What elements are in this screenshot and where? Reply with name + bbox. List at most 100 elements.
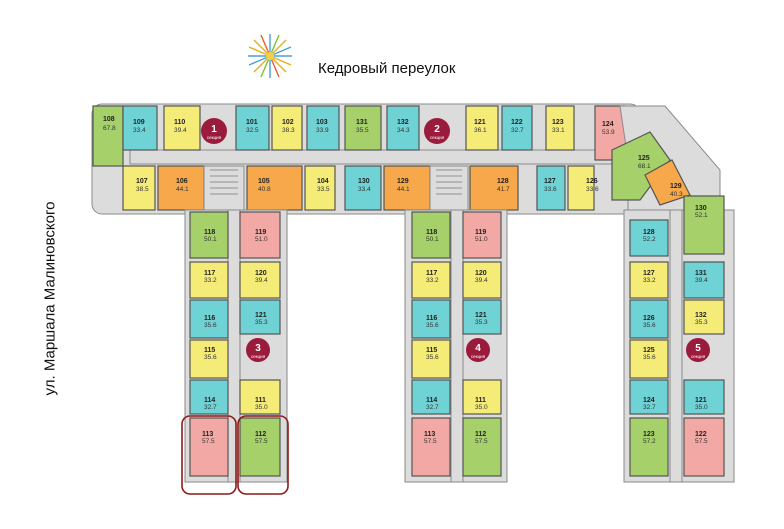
apt-area: 33.4 — [133, 127, 146, 134]
apartment-109[interactable]: 109 33.4 — [122, 105, 158, 151]
svg-text:52.2: 52.2 — [643, 236, 656, 243]
apt-area: 34.3 — [397, 127, 410, 134]
apartment-121[interactable]: 121 36.1 — [465, 105, 499, 151]
apt-area: 53.9 — [602, 129, 615, 136]
apt-number: 124 — [602, 121, 614, 128]
svg-text:35.0: 35.0 — [475, 404, 488, 411]
apartment-105[interactable]: 105 40.8 — [246, 165, 303, 211]
apt-number: 102 — [282, 119, 294, 126]
svg-text:113: 113 — [202, 431, 213, 438]
apt-area: 44.1 — [397, 186, 410, 193]
apartment-110[interactable]: 110 39.4 — [163, 105, 201, 151]
svg-text:секция: секция — [207, 135, 222, 140]
svg-text:33.2: 33.2 — [204, 277, 217, 284]
apt-number: 129 — [670, 183, 682, 190]
apartment-102[interactable]: 102 38.3 — [271, 105, 303, 151]
apt-area: 32.7 — [511, 127, 524, 134]
svg-text:1: 1 — [211, 124, 217, 135]
svg-text:35.6: 35.6 — [643, 354, 656, 361]
apartment-108[interactable]: 108 67.8 — [92, 105, 124, 167]
right-wing: 125 68.1 129 40.3 — [611, 105, 721, 216]
section-badge-2: 2 секция — [424, 118, 450, 144]
svg-text:33.2: 33.2 — [643, 277, 656, 284]
apartment-128[interactable]: 128 41.7 — [469, 165, 519, 211]
svg-text:119: 119 — [475, 229, 486, 236]
apartment-107[interactable]: 107 38.5 — [122, 165, 156, 211]
section-badge-3: 3 секция — [246, 338, 270, 362]
svg-text:124: 124 — [643, 397, 655, 404]
apt-area: 41.7 — [497, 186, 510, 193]
apartment-106[interactable]: 106 44.1 — [157, 165, 205, 211]
apartment-103[interactable]: 103 33.9 — [306, 105, 340, 151]
svg-text:35.0: 35.0 — [255, 404, 268, 411]
svg-text:121: 121 — [255, 312, 267, 319]
apartment-129[interactable]: 129 44.1 — [383, 165, 431, 211]
apartment-132[interactable]: 132 34.3 — [386, 105, 420, 151]
apartment-130-top[interactable]: 130 33.4 — [344, 165, 382, 211]
apt-area: 67.8 — [103, 125, 116, 132]
svg-text:122: 122 — [695, 431, 707, 438]
highlight-apartment-113[interactable] — [181, 415, 237, 495]
svg-text:50.1: 50.1 — [204, 236, 217, 243]
apt-area: 33.5 — [317, 186, 330, 193]
svg-text:115: 115 — [426, 347, 437, 354]
apt-number: 130 — [358, 178, 370, 185]
apartment-129-wing[interactable]: 129 40.3 — [644, 159, 691, 206]
svg-text:117: 117 — [204, 270, 215, 277]
apartment-122[interactable]: 122 32.7 — [501, 105, 533, 151]
apt-number: 125 — [638, 155, 650, 162]
highlight-apartment-112[interactable] — [237, 415, 289, 495]
svg-text:116: 116 — [204, 315, 215, 322]
apartment-104[interactable]: 104 33.5 — [304, 165, 336, 211]
apartment-126[interactable]: 126 33.6 — [567, 165, 599, 211]
svg-text:32.7: 32.7 — [426, 404, 439, 411]
svg-text:32.7: 32.7 — [204, 404, 217, 411]
svg-text:секция: секция — [471, 354, 486, 359]
apartment-123[interactable]: 123 33.1 — [545, 105, 575, 151]
svg-text:51.0: 51.0 — [475, 236, 488, 243]
apt-number: 105 — [258, 178, 270, 185]
svg-text:57.5: 57.5 — [695, 438, 708, 445]
apartment-131[interactable]: 131 35.5 — [344, 105, 382, 151]
apartment-101[interactable]: 101 32.5 — [235, 105, 270, 151]
tower-4-corridor — [450, 209, 464, 483]
apt-number: 131 — [356, 119, 368, 126]
apartment-127[interactable]: 127 33.6 — [536, 165, 566, 211]
svg-text:35.3: 35.3 — [255, 319, 268, 326]
